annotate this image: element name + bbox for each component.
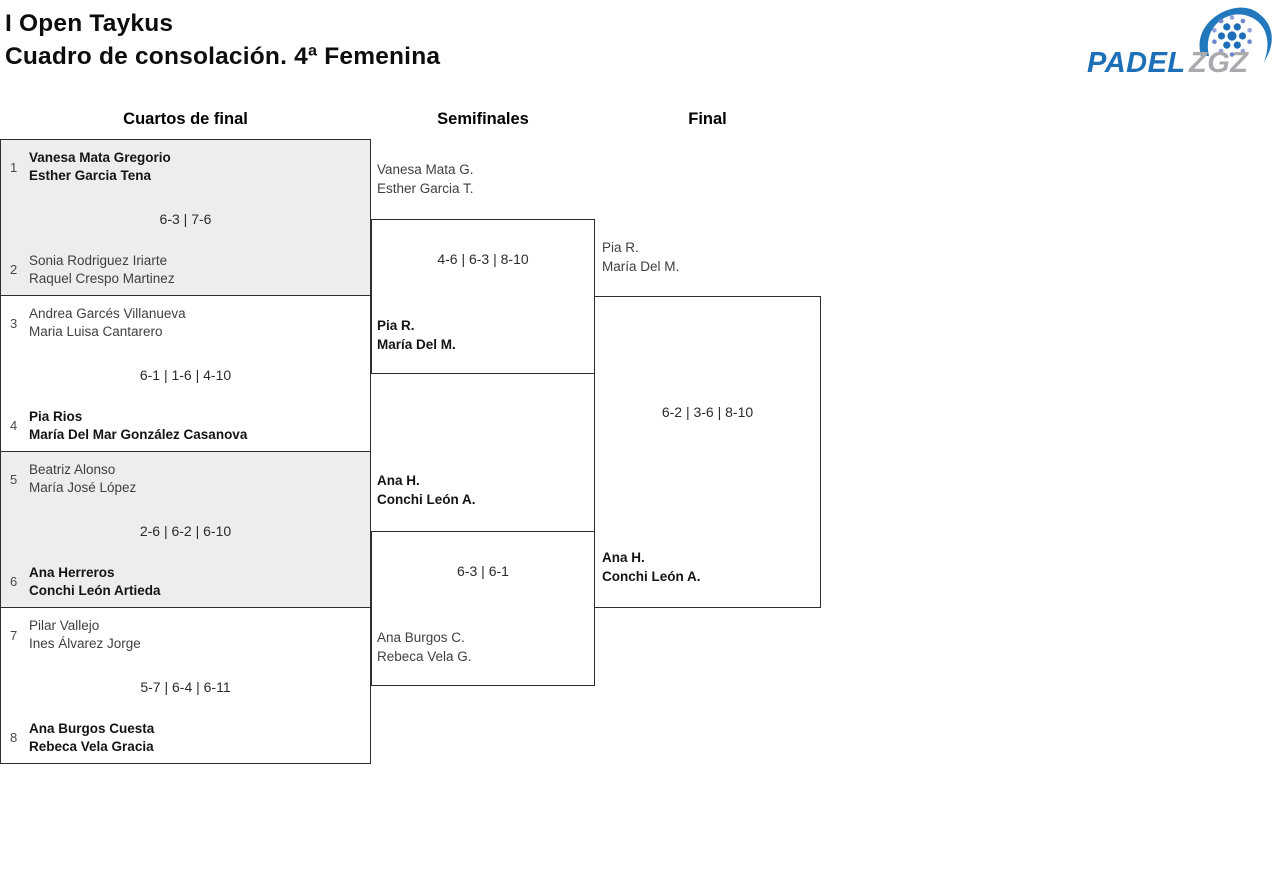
final-team-bottom: Ana H. Conchi León A.: [602, 549, 701, 586]
player-name: María Del Mar González Casanova: [29, 427, 248, 442]
player-name: Conchi León A.: [602, 568, 701, 584]
player-name: Vanesa Mata Gregorio: [29, 150, 171, 165]
match-score: 6-2 | 3-6 | 8-10: [661, 404, 754, 420]
player-name: Ines Álvarez Jorge: [29, 636, 141, 651]
seed-number: 5: [10, 472, 18, 487]
column-header-final: Final: [688, 110, 727, 128]
seed-number: 7: [10, 628, 18, 643]
team-name-pair: Beatriz Alonso María José López: [29, 461, 136, 497]
seed-number: 6: [10, 574, 18, 589]
player-name: Pilar Vallejo: [29, 618, 100, 633]
column-header-quarterfinals: Cuartos de final: [123, 110, 248, 128]
logo-text-zgz: ZGZ: [1188, 47, 1249, 79]
match-score: 6-1 | 1-6 | 4-10: [139, 367, 232, 383]
logo-swoosh-icon: [1199, 7, 1272, 62]
sf-match-2: 6-3 | 6-1: [371, 531, 595, 686]
player-name: Esther Garcia T.: [377, 180, 474, 196]
player-name: Rebeca Vela Gracia: [29, 739, 154, 754]
qf-match-1: 1 Vanesa Mata Gregorio Esther Garcia Ten…: [0, 139, 371, 296]
match-score: 6-3 | 6-1: [457, 563, 509, 579]
sf2-team-bottom: Ana Burgos C. Rebeca Vela G.: [377, 629, 472, 666]
seed-number: 4: [10, 418, 18, 433]
team-name-pair: Pilar Vallejo Ines Álvarez Jorge: [29, 617, 141, 653]
match-score: 2-6 | 6-2 | 6-10: [139, 523, 232, 539]
qf-match-4: 7 Pilar Vallejo Ines Álvarez Jorge 5-7 |…: [0, 607, 371, 764]
seed-number: 8: [10, 730, 18, 745]
draw-name: Cuadro de consolación. 4ª Femenina: [5, 43, 441, 70]
padelzgz-logo-graphic: PADEL ZGZ: [1087, 7, 1272, 79]
player-name: Conchi León Artieda: [29, 583, 161, 598]
team-name-pair: Andrea Garcés Villanueva Maria Luisa Can…: [29, 305, 186, 341]
player-name: Pia R.: [377, 318, 415, 333]
player-name: Ana Herreros: [29, 565, 115, 580]
qf-match-2: 3 Andrea Garcés Villanueva Maria Luisa C…: [0, 295, 371, 452]
qf-match-3: 5 Beatriz Alonso María José López 2-6 | …: [0, 451, 371, 608]
final-match: 6-2 | 3-6 | 8-10: [594, 296, 821, 608]
player-name: Conchi León A.: [377, 491, 476, 507]
logo-text-padel: PADEL: [1087, 47, 1186, 79]
player-name: María Del M.: [602, 258, 680, 274]
column-header-semifinals: Semifinales: [437, 110, 529, 128]
player-name: Ana H.: [377, 473, 420, 488]
team-name-pair: Ana Herreros Conchi León Artieda: [29, 564, 161, 600]
player-name: Pia Rios: [29, 409, 83, 424]
team-name-pair: Vanesa Mata Gregorio Esther Garcia Tena: [29, 149, 171, 185]
player-name: Andrea Garcés Villanueva: [29, 306, 186, 321]
player-name: Pia R.: [602, 240, 639, 255]
sf1-team-bottom: Pia R. María Del M.: [377, 317, 456, 354]
match-score: 4-6 | 6-3 | 8-10: [437, 251, 529, 267]
player-name: Raquel Crespo Martinez: [29, 271, 175, 286]
tournament-name: I Open Taykus: [5, 10, 174, 37]
player-name: Ana H.: [602, 550, 645, 565]
final-team-top: Pia R. María Del M.: [602, 239, 679, 276]
seed-number: 3: [10, 316, 18, 331]
padelzgz-logo: PADEL ZGZ: [1085, 4, 1277, 80]
player-name: Ana Burgos C.: [377, 630, 465, 645]
player-name: Vanesa Mata G.: [377, 162, 474, 177]
player-name: Maria Luisa Cantarero: [29, 324, 163, 339]
player-name: María José López: [29, 480, 137, 495]
player-name: Rebeca Vela G.: [377, 648, 472, 664]
seed-number: 2: [10, 262, 18, 277]
player-name: Esther Garcia Tena: [29, 168, 152, 183]
seed-number: 1: [10, 160, 18, 175]
player-name: Beatriz Alonso: [29, 462, 116, 477]
team-name-pair: Pia Rios María Del Mar González Casanova: [29, 408, 247, 444]
page-title: I Open Taykus Cuadro de consolación. 4ª …: [5, 7, 440, 73]
sf1-team-top: Vanesa Mata G. Esther Garcia T.: [377, 161, 474, 198]
player-name: María Del M.: [377, 336, 456, 352]
logo-dots-icon: [1212, 15, 1252, 57]
match-score: 5-7 | 6-4 | 6-11: [140, 679, 231, 695]
match-score: 6-3 | 7-6: [159, 211, 212, 227]
sf2-team-top: Ana H. Conchi León A.: [377, 472, 476, 509]
team-name-pair: Ana Burgos Cuesta Rebeca Vela Gracia: [29, 720, 154, 756]
player-name: Ana Burgos Cuesta: [29, 721, 155, 736]
player-name: Sonia Rodriguez Iriarte: [29, 253, 168, 268]
team-name-pair: Sonia Rodriguez Iriarte Raquel Crespo Ma…: [29, 252, 175, 288]
